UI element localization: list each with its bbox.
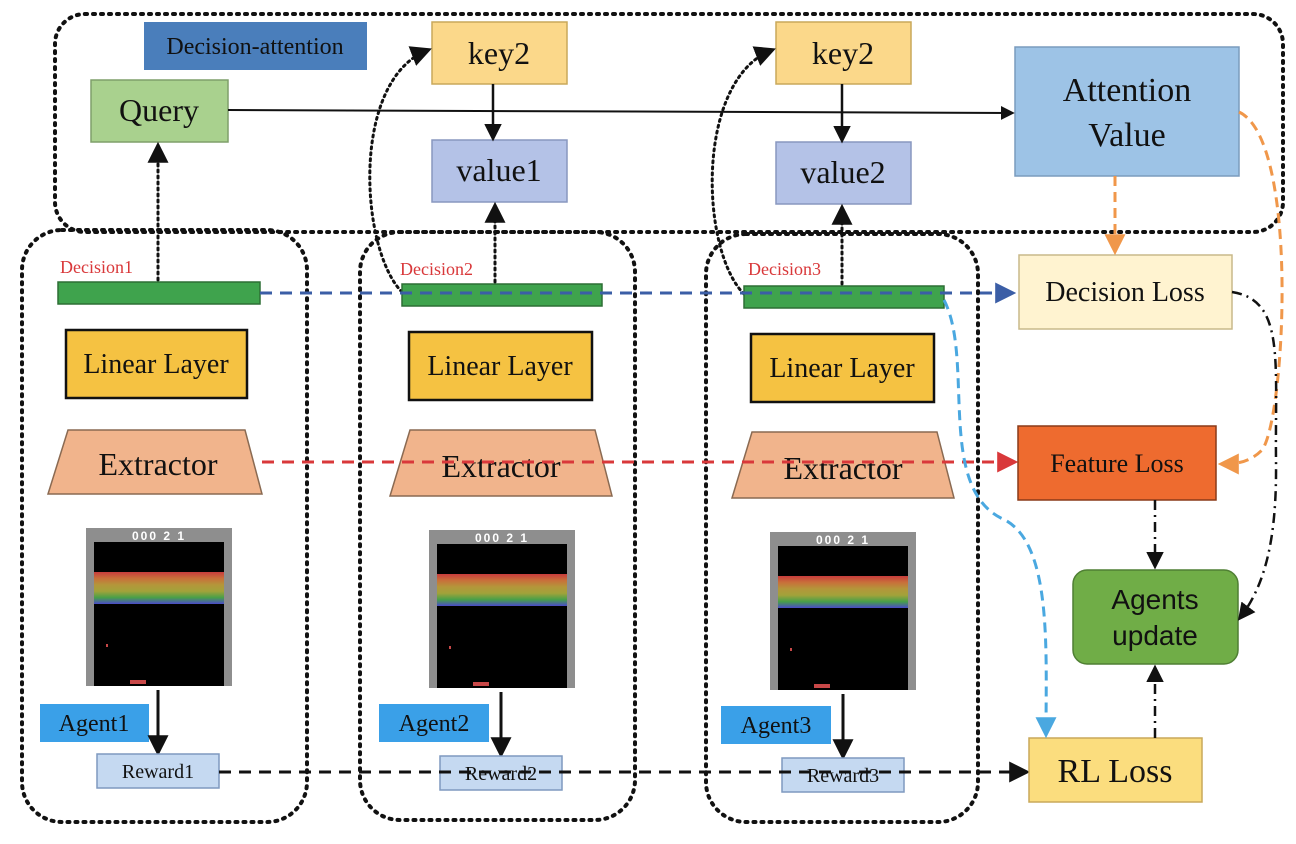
agent2-tag: Agent2	[379, 704, 489, 742]
decision-bar-3	[743, 285, 945, 309]
reward2-label: Reward2	[465, 763, 537, 785]
value-label-2: value2	[800, 154, 885, 190]
extractor-1-label: Extractor	[98, 446, 217, 482]
query-box: Query	[90, 79, 229, 143]
reward3-box: Reward3	[781, 757, 905, 793]
query-label: Query	[119, 92, 199, 128]
game-score-1: 000 2 1	[132, 529, 186, 543]
attention-to-feature-loss-arrow	[1217, 110, 1284, 475]
query-to-attention-arrow	[227, 105, 1015, 120]
agents-update-line1: Agents	[1111, 584, 1198, 615]
game-screen-2: 000 2 1	[429, 530, 575, 688]
key-box-1: key2	[431, 21, 568, 85]
game-score-3: 000 2 1	[816, 533, 870, 547]
key-label-2: key2	[812, 35, 874, 71]
key-label-1: key2	[468, 35, 530, 71]
extractor-3-label: Extractor	[783, 450, 902, 486]
game-score-2: 000 2 1	[475, 531, 529, 545]
attention-value-box: Attention Value	[1014, 46, 1240, 177]
linear-layer-2: Linear Layer	[407, 330, 594, 402]
rl-loss-box: RL Loss	[1028, 737, 1203, 803]
decision2-label: Decision2	[400, 259, 473, 279]
agent1-label: Agent1	[59, 711, 130, 737]
key-box-2: key2	[775, 21, 912, 85]
agent1-container	[20, 228, 309, 824]
decision-attention-title-text: Decision-attention	[166, 34, 343, 60]
agent2-label: Agent2	[399, 711, 470, 737]
decision2-to-key1-arrow	[368, 46, 432, 294]
reward3-label: Reward3	[807, 765, 879, 787]
agents-update-box: Agents update	[1072, 569, 1239, 665]
decision3-to-rl-loss-arrow	[942, 299, 1057, 739]
decision-loss-to-update-arrow	[1231, 290, 1278, 621]
agents-update-line2: update	[1112, 620, 1198, 651]
attention-value-line2: Value	[1088, 117, 1165, 154]
rl-loss-label: RL Loss	[1058, 753, 1173, 790]
value-label-1: value1	[456, 152, 541, 188]
game-screen-3: 000 2 1	[770, 532, 916, 690]
reward1-label: Reward1	[122, 761, 194, 783]
value-box-1: value1	[431, 139, 568, 203]
agent1-tag: Agent1	[40, 704, 149, 742]
attention-value-line1: Attention	[1063, 72, 1191, 109]
agent3-tag: Agent3	[721, 706, 831, 744]
decision-loss-box: Decision Loss	[1018, 254, 1233, 330]
extractor-2: Extractor	[388, 429, 613, 497]
feature-loss-box: Feature Loss	[1017, 425, 1217, 501]
agent2-container	[358, 230, 637, 822]
linear-layer-3-label: Linear Layer	[769, 353, 915, 384]
reward1-box: Reward1	[96, 753, 220, 789]
decision-bar-1	[57, 281, 261, 305]
extractor-2-label: Extractor	[441, 448, 560, 484]
game-screen-1: 000 2 1	[86, 528, 232, 686]
decision3-to-key2-arrow	[710, 46, 776, 296]
extractor-3: Extractor	[730, 431, 955, 499]
decision3-label: Decision3	[748, 259, 821, 279]
value-box-2: value2	[775, 141, 912, 205]
linear-layer-3: Linear Layer	[749, 332, 936, 404]
attention-container	[53, 12, 1285, 234]
decision-attention-title: Decision-attention	[144, 22, 367, 70]
extractor-1: Extractor	[46, 429, 263, 495]
linear-layer-2-label: Linear Layer	[427, 351, 573, 382]
linear-layer-1: Linear Layer	[64, 328, 249, 400]
decision-loss-label: Decision Loss	[1045, 277, 1204, 308]
decision-bar-2	[401, 283, 603, 307]
linear-layer-1-label: Linear Layer	[83, 349, 229, 380]
feature-loss-label: Feature Loss	[1050, 449, 1184, 478]
decision1-label: Decision1	[60, 257, 133, 277]
agent3-label: Agent3	[741, 713, 812, 739]
